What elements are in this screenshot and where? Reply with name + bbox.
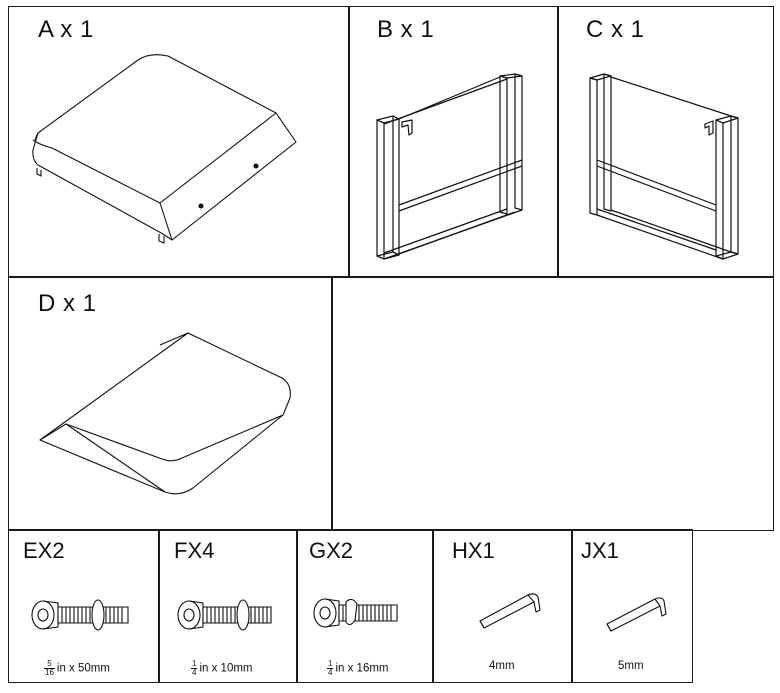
hardware-g-label: GX2 bbox=[309, 538, 354, 563]
part-d-cell bbox=[8, 276, 333, 531]
part-b-cell bbox=[348, 6, 559, 278]
part-a-cushion-drawing bbox=[0, 0, 350, 280]
hardware-j-label: JX1 bbox=[581, 538, 619, 563]
hardware-e-cell bbox=[8, 529, 160, 683]
hardware-h-label: HX1 bbox=[452, 538, 495, 563]
part-d-wedge-drawing bbox=[0, 0, 340, 540]
part-d-label: D x 1 bbox=[38, 290, 97, 317]
part-b-label: B x 1 bbox=[377, 16, 435, 43]
hardware-f-cell bbox=[158, 529, 298, 683]
hardware-f-label: FX4 bbox=[174, 538, 215, 563]
hardware-e-label: EX2 bbox=[23, 538, 65, 563]
part-c-label: C x 1 bbox=[586, 16, 645, 43]
hardware-h-cell bbox=[432, 529, 573, 683]
part-c-frame-drawing bbox=[0, 0, 780, 280]
part-c-cell bbox=[557, 6, 774, 278]
hardware-g-cell bbox=[296, 529, 434, 683]
part-a-label: A x 1 bbox=[38, 16, 94, 43]
hardware-j-size: 5mm bbox=[618, 660, 644, 672]
hardware-j-cell bbox=[571, 529, 693, 683]
empty-cell bbox=[331, 276, 774, 531]
part-b-frame-drawing bbox=[0, 0, 780, 280]
hardware-h-size: 4mm bbox=[489, 660, 515, 672]
part-a-cell bbox=[8, 6, 350, 278]
